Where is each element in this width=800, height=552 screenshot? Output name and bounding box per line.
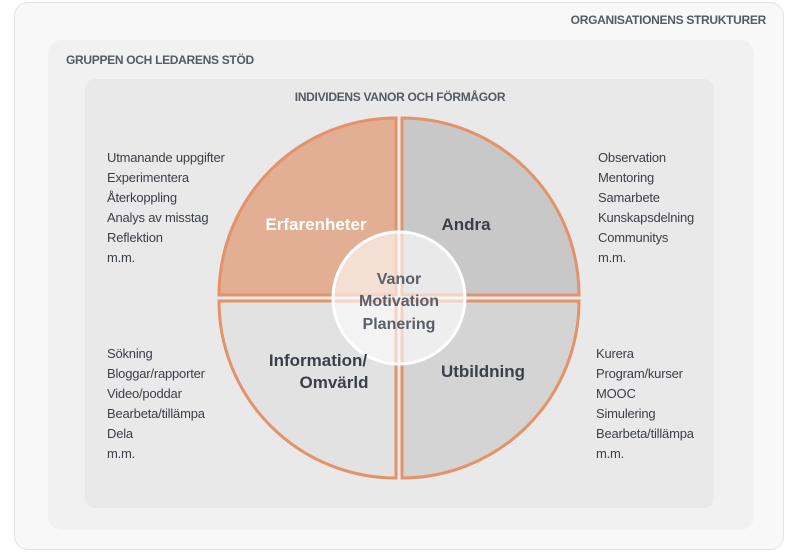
others-list: Observation Mentoring Samarbete Kunskaps… bbox=[598, 148, 694, 268]
list-item: MOOC bbox=[596, 386, 636, 401]
list-item: Bearbeta/tillämpa bbox=[596, 426, 694, 441]
list-item: Kunskapsdelning bbox=[598, 210, 695, 225]
information-label-line1: Information/ bbox=[269, 351, 367, 370]
list-item: Återkoppling bbox=[107, 190, 177, 205]
list-item: Reflektion bbox=[107, 230, 163, 245]
center-circle bbox=[331, 230, 467, 366]
education-list: Kurera Program/kurser MOOC Simulering Be… bbox=[596, 344, 694, 464]
list-item: Observation bbox=[598, 150, 666, 165]
center-line-planning: Planering bbox=[363, 316, 436, 333]
experiences-label: Erfarenheter bbox=[265, 215, 366, 234]
list-item: Video/poddar bbox=[107, 386, 182, 401]
group-level-title: GRUPPEN OCH LEDARENS STÖD bbox=[66, 53, 254, 67]
list-item: Dela bbox=[107, 426, 133, 441]
center-line-motivation: Motivation bbox=[359, 293, 439, 310]
information-label-line2: Omvärld bbox=[300, 373, 369, 392]
list-item: Mentoring bbox=[598, 170, 655, 185]
list-item: m.m. bbox=[107, 250, 136, 265]
list-item: Experimentera bbox=[107, 170, 189, 185]
list-item: Analys av misstag bbox=[107, 210, 209, 225]
individual-level-title: INDIVIDENS VANOR OCH FÖRMÅGOR bbox=[294, 90, 506, 104]
list-item: m.m. bbox=[596, 446, 625, 461]
list-item: Samarbete bbox=[598, 190, 660, 205]
list-item: Kurera bbox=[596, 346, 634, 361]
information-list: Sökning Bloggar/rapporter Video/poddar B… bbox=[107, 344, 205, 464]
list-item: Bearbeta/tillämpa bbox=[107, 406, 205, 421]
list-item: Simulering bbox=[596, 406, 656, 421]
list-item: Sökning bbox=[107, 346, 153, 361]
list-item: Bloggar/rapporter bbox=[107, 366, 205, 381]
list-item: Utmanande uppgifter bbox=[107, 150, 225, 165]
list-item: Program/kurser bbox=[596, 366, 683, 381]
center-line-habits: Vanor bbox=[377, 271, 421, 288]
list-item: Communitys bbox=[598, 230, 669, 245]
list-item: m.m. bbox=[598, 250, 627, 265]
education-label: Utbildning bbox=[441, 362, 525, 381]
experiences-list: Utmanande uppgifter Experimentera Återko… bbox=[107, 148, 225, 268]
list-item: m.m. bbox=[107, 446, 136, 461]
others-label: Andra bbox=[441, 215, 491, 234]
organisation-level-title: ORGANISATIONENS STRUKTURER bbox=[570, 13, 767, 27]
